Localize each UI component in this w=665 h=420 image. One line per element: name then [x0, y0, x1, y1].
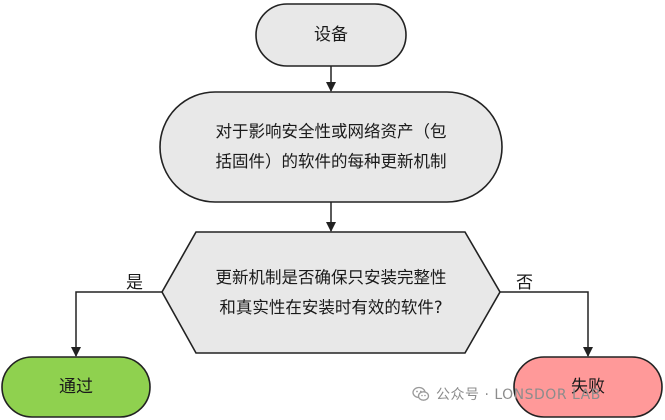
- decision-label: 更新机制是否确保只安装完整性 和真实性在安装时有效的软件?: [215, 267, 447, 317]
- edge-no-to-fail: [500, 291, 593, 357]
- yes-edge-label: 是: [126, 273, 143, 293]
- watermark: 公众号 · LONSDOR LAB: [412, 381, 601, 407]
- fail-label: 失败: [571, 376, 605, 397]
- no-edge-label: 否: [516, 273, 533, 293]
- pass-label: 通过: [59, 376, 93, 397]
- watermark-text: 公众号 · LONSDOR LAB: [436, 387, 601, 403]
- update-mechanism-label: 对于影响安全性或网络资产（包 括固件）的软件的每种更新机制: [215, 122, 447, 171]
- edge-yes-to-pass: [71, 291, 162, 357]
- pass-node: [1, 356, 151, 418]
- device-label: 设备: [314, 24, 348, 45]
- wechat-icon: [412, 386, 430, 401]
- fail-node: [513, 356, 663, 418]
